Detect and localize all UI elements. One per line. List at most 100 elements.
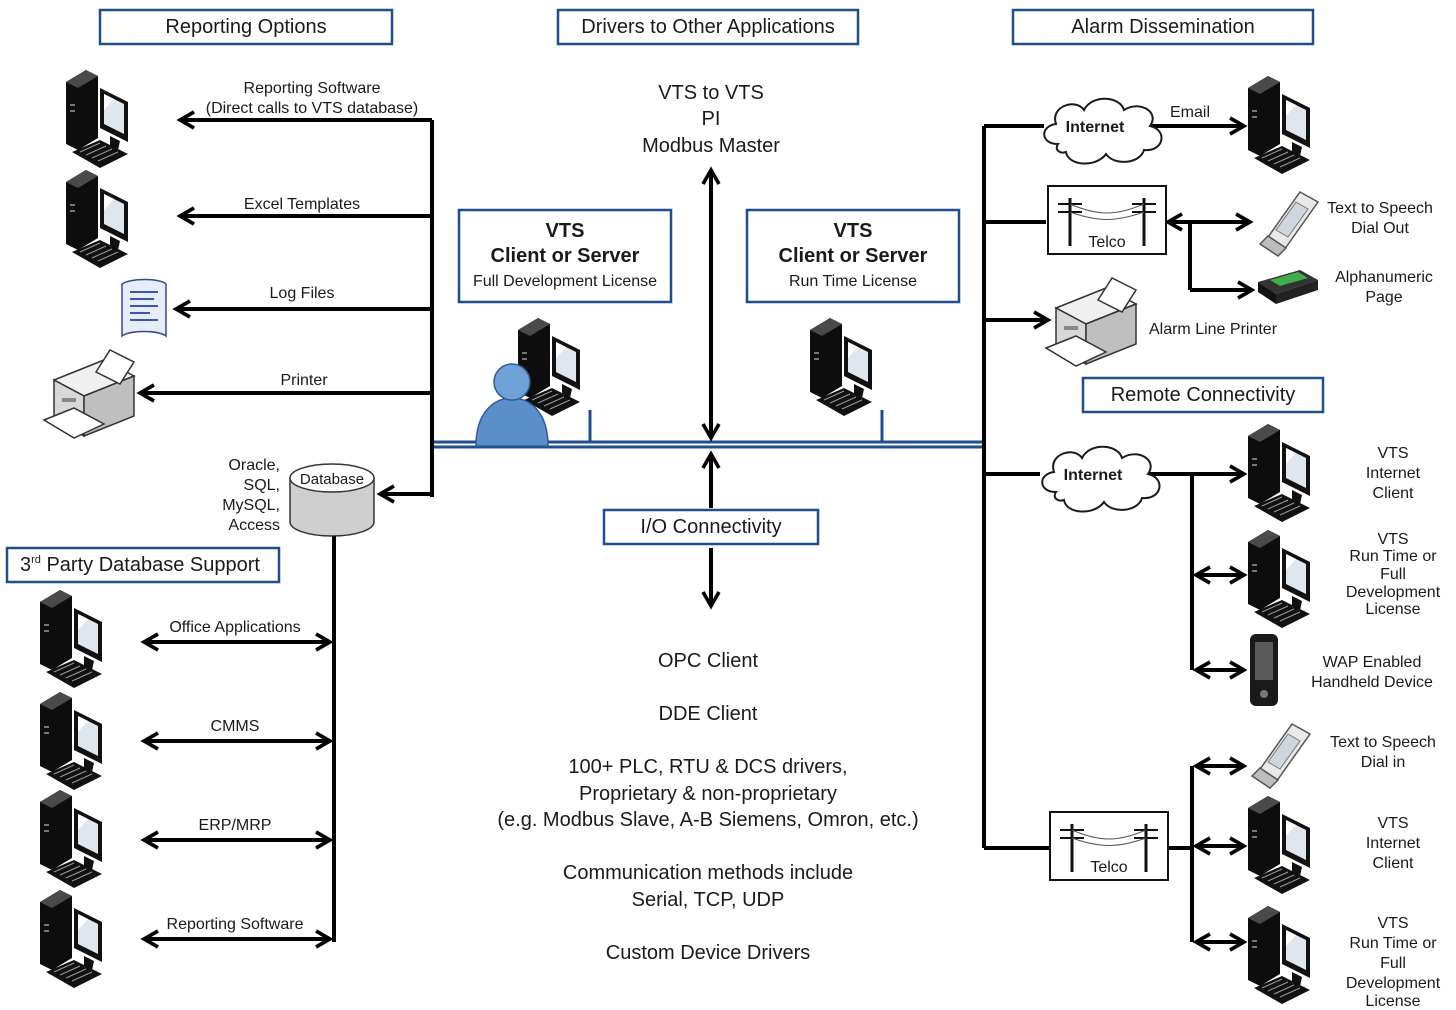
- svg-text:Alarm Dissemination: Alarm Dissemination: [1071, 16, 1254, 38]
- svg-text:Run Time or: Run Time or: [1349, 935, 1437, 952]
- svg-text:Serial, TCP, UDP: Serial, TCP, UDP: [632, 889, 785, 911]
- excel-templates-computer: [65, 169, 129, 269]
- svg-text:Client or Server: Client or Server: [491, 245, 640, 267]
- svg-text:VTS: VTS: [834, 220, 873, 242]
- alarm-internet-cloud: Internet: [1043, 97, 1163, 165]
- svg-text:Reporting Options: Reporting Options: [165, 16, 326, 38]
- tts-dial-in-sublabel: Dial in: [1361, 754, 1405, 771]
- tts-dial-out-label: Text to Speech: [1327, 200, 1433, 217]
- remote-internet-cloud: Internet: [1041, 445, 1161, 513]
- svg-text:100+ PLC, RTU & DCS drivers,: 100+ PLC, RTU & DCS drivers,: [568, 756, 847, 778]
- erp-computer: [39, 789, 103, 889]
- database-types: Oracle, SQL, MySQL, Access: [222, 457, 280, 534]
- svg-text:VTS: VTS: [1377, 815, 1408, 832]
- drivers-list: VTS to VTS PI Modbus Master: [642, 82, 780, 157]
- svg-text:Client or Server: Client or Server: [779, 245, 928, 267]
- svg-text:Telco: Telco: [1090, 859, 1127, 876]
- svg-text:PI: PI: [702, 108, 721, 130]
- alarm-connector: [982, 116, 1256, 848]
- alphanumeric-page-sublabel: Page: [1365, 289, 1402, 306]
- vts-runtime-license-box: VTS Client or Server Run Time License: [745, 208, 961, 304]
- log-files-label: Log Files: [270, 285, 335, 302]
- svg-text:Run Time or: Run Time or: [1349, 548, 1437, 565]
- remote-runtime-client-computer: [1247, 529, 1311, 629]
- svg-text:OPC Client: OPC Client: [658, 650, 758, 672]
- alarm-printer-icon: [1045, 277, 1137, 367]
- email-label: Email: [1170, 104, 1210, 121]
- svg-text:Proprietary & non-proprietary: Proprietary & non-proprietary: [579, 783, 837, 805]
- tts-dial-out-sublabel: Dial Out: [1351, 220, 1409, 237]
- svg-text:Modbus Master: Modbus Master: [642, 135, 780, 157]
- user-icon: [475, 363, 549, 447]
- svg-text:License: License: [1365, 993, 1420, 1010]
- svg-text:Oracle,: Oracle,: [228, 457, 280, 474]
- reporting-software-computer-2: [39, 889, 103, 989]
- email-computer: [1247, 75, 1311, 175]
- svg-text:Communication methods include: Communication methods include: [563, 862, 853, 884]
- alarm-telco-icon: Telco: [1046, 184, 1168, 256]
- reporting-software-label: Reporting Software: [244, 80, 381, 97]
- tts-dial-in-phone-icon: [1251, 723, 1311, 789]
- reporting-connector: [136, 110, 434, 504]
- header-alarm-dissemination: Alarm Dissemination: [1011, 8, 1315, 46]
- svg-text:(e.g. Modbus Slave, A-B Siemen: (e.g. Modbus Slave, A-B Siemens, Omron, …: [497, 809, 918, 831]
- database-icon: Database: [289, 463, 375, 537]
- svg-text:3rd Party Database Support: 3rd Party Database Support: [20, 554, 260, 576]
- svg-text:Client: Client: [1373, 485, 1414, 502]
- reporting-software-sublabel: (Direct calls to VTS database): [206, 100, 419, 117]
- header-io-connectivity: I/O Connectivity: [602, 508, 820, 546]
- svg-text:Development: Development: [1346, 975, 1441, 992]
- wap-handheld-icon: [1250, 634, 1278, 706]
- io-list: OPC Client DDE Client 100+ PLC, RTU & DC…: [497, 650, 918, 964]
- svg-text:Client: Client: [1373, 855, 1414, 872]
- excel-templates-label: Excel Templates: [244, 196, 360, 213]
- cmms-computer: [39, 691, 103, 791]
- header-remote-connectivity: Remote Connectivity: [1081, 376, 1325, 414]
- svg-text:Custom Device Drivers: Custom Device Drivers: [606, 942, 810, 964]
- reporting-software-label-2: Reporting Software: [167, 916, 304, 933]
- telco-runtime-client-computer: [1247, 905, 1311, 1005]
- svg-text:Run Time License: Run Time License: [789, 273, 917, 290]
- telco-internet-client-computer: [1247, 795, 1311, 895]
- telco-runtime-client-label: VTS Run Time or Full Development License: [1346, 915, 1441, 1010]
- svg-text:Internet: Internet: [1366, 465, 1421, 482]
- office-applications-label: Office Applications: [169, 619, 300, 636]
- vts-full-license-box: VTS Client or Server Full Development Li…: [457, 208, 673, 304]
- office-computer: [39, 589, 103, 689]
- svg-text:VTS: VTS: [1377, 531, 1408, 548]
- svg-text:VTS: VTS: [1377, 915, 1408, 932]
- svg-text:SQL,: SQL,: [244, 477, 280, 494]
- wap-label: WAP Enabled: [1323, 654, 1422, 671]
- third-party-connector: [140, 536, 336, 949]
- remote-runtime-client-label: VTS Run Time or Full Development License: [1346, 531, 1441, 618]
- svg-text:Access: Access: [228, 517, 280, 534]
- header-drivers-other-applications: Drivers to Other Applications: [556, 8, 860, 46]
- svg-text:Internet: Internet: [1366, 835, 1421, 852]
- wap-sublabel: Handheld Device: [1311, 674, 1433, 691]
- svg-text:Internet: Internet: [1064, 467, 1123, 484]
- svg-text:VTS: VTS: [1377, 445, 1408, 462]
- vts-runtime-computer: [809, 317, 873, 417]
- alarm-printer-label: Alarm Line Printer: [1149, 321, 1278, 338]
- svg-text:License: License: [1365, 601, 1420, 618]
- svg-text:Full: Full: [1380, 955, 1406, 972]
- remote-connector: [984, 464, 1248, 952]
- header-third-party-database: 3rd Party Database Support: [5, 546, 281, 584]
- telco-internet-client-label: VTS Internet Client: [1366, 815, 1421, 872]
- remote-telco-icon: Telco: [1048, 810, 1170, 882]
- header-reporting-options: Reporting Options: [98, 8, 394, 46]
- svg-text:Internet: Internet: [1066, 119, 1125, 136]
- alphanumeric-page-label: Alphanumeric: [1335, 269, 1433, 286]
- svg-text:Telco: Telco: [1088, 234, 1125, 251]
- svg-text:Drivers to Other Applications: Drivers to Other Applications: [581, 16, 834, 38]
- svg-text:DDE Client: DDE Client: [659, 703, 758, 725]
- tts-dial-out-phone-icon: [1259, 191, 1319, 257]
- pager-icon: [1258, 270, 1318, 304]
- printer-label: Printer: [280, 372, 328, 389]
- report-printer-icon: [43, 349, 135, 439]
- svg-text:VTS: VTS: [546, 220, 585, 242]
- svg-text:Full Development License: Full Development License: [473, 273, 657, 290]
- erp-mrp-label: ERP/MRP: [199, 817, 272, 834]
- remote-internet-client-label: VTS Internet Client: [1366, 445, 1421, 502]
